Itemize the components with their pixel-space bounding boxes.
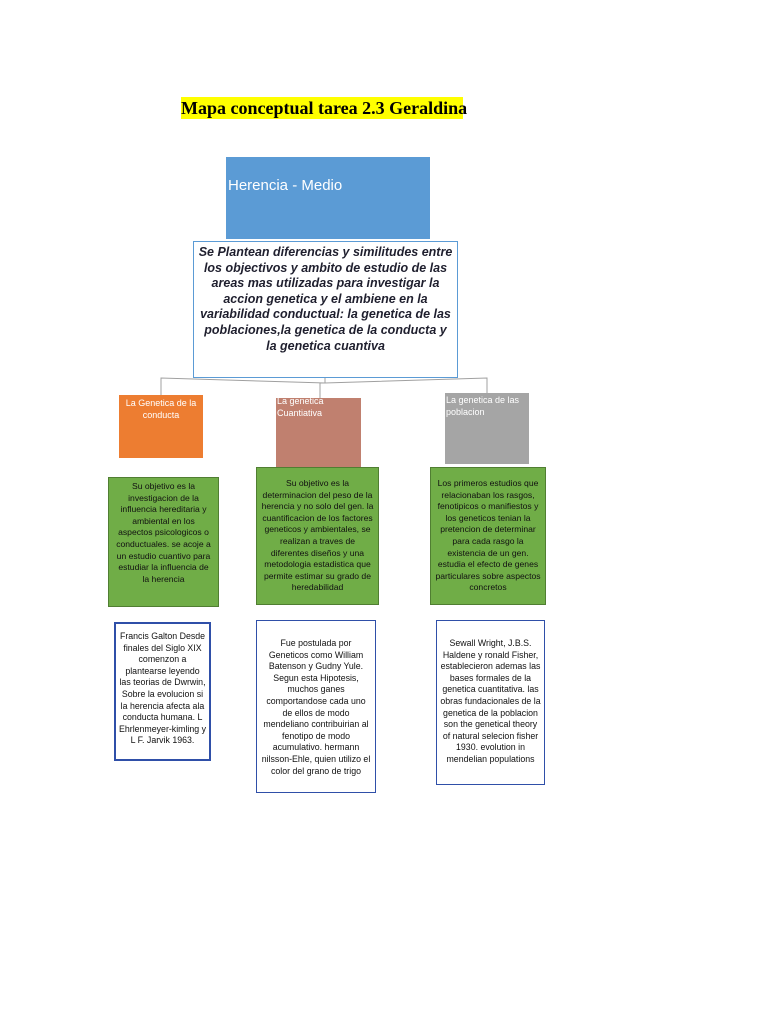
connector-line-left xyxy=(160,377,326,395)
summary-box-poblacion: Los primeros estudios que relacionaban l… xyxy=(430,467,546,605)
branch-node-poblacion-label: La genetica de las poblacion xyxy=(446,395,520,417)
branch-node-cuantitativa-label: La genetica Cuantiativa xyxy=(277,396,324,418)
branch-node-cuantitativa: La genetica Cuantiativa xyxy=(276,396,361,468)
description-node: Se Plantean diferencias y similitudes en… xyxy=(193,241,458,378)
branch-node-poblacion: La genetica de las poblacion xyxy=(445,393,529,464)
reference-box-conducta: Francis Galton Desde finales del Siglo X… xyxy=(114,622,211,761)
branch-node-conducta: La Genetica de la conducta xyxy=(119,395,203,458)
reference-box-poblacion: Sewall Wright, J.B.S. Haldene y ronald F… xyxy=(436,620,545,785)
page-title: Mapa conceptual tarea 2.3 Geraldina xyxy=(181,97,468,119)
summary-box-conducta: Su objetivo es la investigacion de la in… xyxy=(108,477,219,607)
summary-box-cuantitativa: Su objetivo es la determinacion del peso… xyxy=(256,467,379,605)
connector-line-right xyxy=(324,377,488,393)
root-node-label: Herencia - Medio xyxy=(228,177,343,194)
reference-box-cuantitativa: Fue postulada por Geneticos como William… xyxy=(256,620,376,793)
root-node: Herencia - Medio xyxy=(226,157,430,239)
